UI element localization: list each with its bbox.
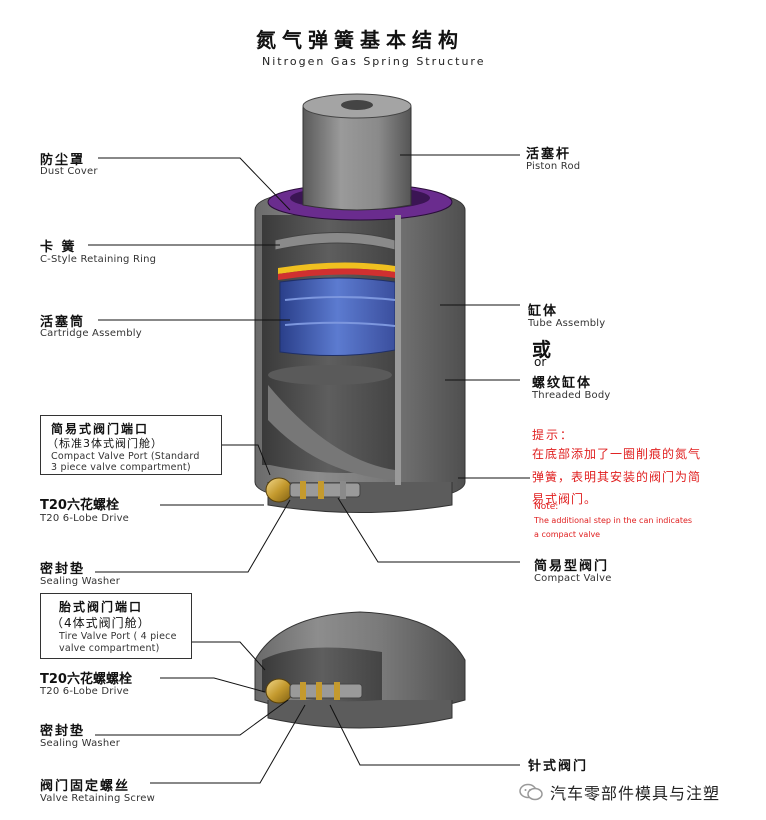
watermark-text: 汽车零部件模具与注塑 — [550, 784, 721, 803]
compact-port-en1: Compact Valve Port (Standard — [51, 451, 200, 462]
label-piston-rod-en: Piston Rod — [526, 161, 581, 172]
tire-port-en2: valve compartment) — [59, 643, 160, 654]
label-dust-cover-zh: 防尘罩 — [40, 153, 86, 168]
note-en-body2: a compact valve — [534, 530, 601, 539]
label-cartridge-zh: 活塞筒 — [40, 315, 86, 330]
title-en: Nitrogen Gas Spring Structure — [262, 55, 486, 68]
label-threaded-body-en: Threaded Body — [532, 390, 611, 401]
label-washer-upper-zh: 密封垫 — [40, 562, 86, 577]
note-zh-title: 提示： — [532, 428, 575, 442]
title-zh: 氮气弹簧基本结构 — [256, 28, 464, 52]
label-retaining-ring-zh: 卡 簧 — [40, 240, 77, 255]
wechat-icon — [519, 783, 543, 801]
label-threaded-body-zh: 螺纹缸体 — [532, 376, 593, 391]
label-compact-valve-zh: 简易型阀门 — [534, 559, 610, 574]
note-en-title: Note: — [534, 502, 559, 512]
label-cartridge-en: Cartridge Assembly — [40, 328, 142, 339]
label-retaining-screw-en: Valve Retaining Screw — [40, 793, 155, 804]
label-dust-cover-en: Dust Cover — [40, 166, 98, 177]
compact-port-zh1: 简易式阀门端口 — [51, 422, 150, 436]
label-retaining-screw-zh: 阀门固定螺丝 — [40, 779, 131, 794]
label-washer-lower-zh: 密封垫 — [40, 724, 86, 739]
compact-port-box: 简易式阀门端口 （标准3体式阀门舱） Compact Valve Port (S… — [40, 415, 222, 475]
label-or-en: or — [534, 355, 547, 369]
tire-port-zh2: （4体式阀门舱） — [51, 616, 151, 630]
label-tube-zh: 缸体 — [528, 304, 559, 319]
compact-port-en2: 3 piece valve compartment) — [51, 462, 191, 473]
tire-port-zh1: 胎式阀门端口 — [59, 600, 144, 614]
label-tube-en: Tube Assembly — [528, 318, 606, 329]
label-compact-valve-en: Compact Valve — [534, 573, 612, 584]
label-washer-upper-en: Sealing Washer — [40, 576, 121, 587]
label-t20-upper-en: T20 6-Lobe Drive — [40, 513, 130, 524]
note-zh-body2: 弹簧，表明其安装的阀门为简 — [532, 470, 702, 484]
tire-port-box: 胎式阀门端口 （4体式阀门舱） Tire Valve Port ( 4 piec… — [40, 593, 192, 659]
watermark: 汽车零部件模具与注塑 — [518, 780, 720, 804]
note-zh-body1: 在底部添加了一圈削痕的氮气 — [532, 447, 702, 461]
label-retaining-ring-en: C-Style Retaining Ring — [40, 254, 157, 265]
label-t20-upper-zh: T20六花螺栓 — [40, 498, 119, 513]
note-en-body1: The additional step in the can indicates — [534, 516, 693, 525]
compact-port-zh2: （标准3体式阀门舱） — [47, 437, 163, 450]
label-t20-lower-en: T20 6-Lobe Drive — [40, 686, 130, 697]
label-pin-valve-zh: 针式阀门 — [528, 759, 589, 774]
label-t20-lower-zh: T20六花螺螺栓 — [40, 672, 132, 687]
note-zh-body3: 易式阀门。 — [532, 492, 598, 506]
label-or-zh: 或 — [532, 339, 552, 361]
tire-port-en1: Tire Valve Port ( 4 piece — [59, 631, 177, 642]
label-washer-lower-en: Sealing Washer — [40, 738, 121, 749]
label-piston-rod-zh: 活塞杆 — [526, 147, 572, 162]
